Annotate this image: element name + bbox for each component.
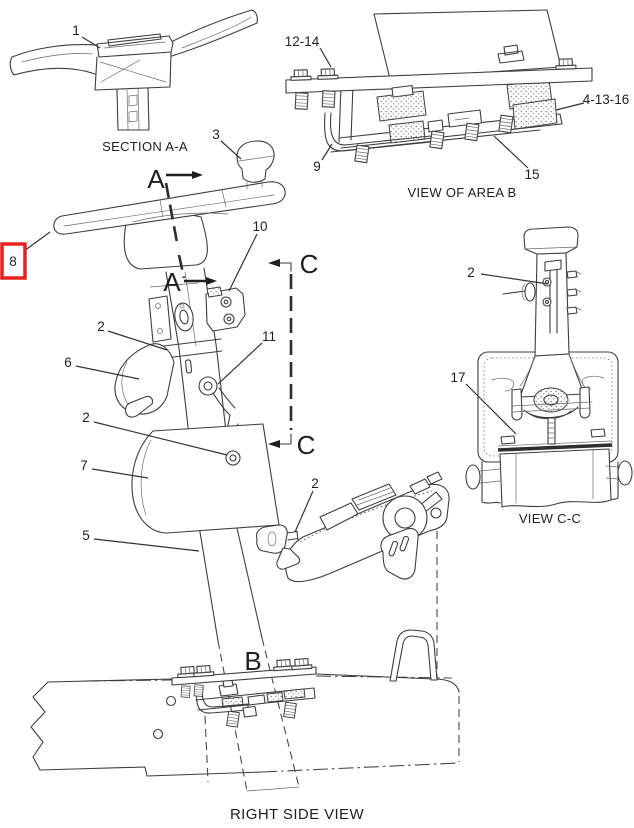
callout-3: 3 [212,127,220,142]
isolator-mount [512,98,558,130]
callout-2-viewcc: 2 [467,265,475,280]
steering-wheel-cap [96,35,174,58]
leader-line-4-13-16 [555,102,585,111]
callout-6: 6 [64,355,72,370]
callout-1: 1 [72,23,80,38]
callout-15: 15 [524,167,539,182]
right-side-view [30,140,460,792]
section-letter-c-top: C [300,249,319,279]
section-line-a [164,182,186,279]
leader-line-8 [23,231,51,252]
callout-12-14: 12-14 [285,34,320,49]
leader-line-1 [81,36,101,49]
callout-11: 11 [262,329,276,344]
caption-right-side-view: RIGHT SIDE VIEW [230,806,365,823]
callout-17: 17 [450,370,465,385]
leader-line-2-column [107,330,168,351]
leader-line-2-cover [93,421,228,456]
leader-line-17 [465,383,517,435]
leader-line-3 [220,140,242,160]
annotation-layer: 1 3 12-14 9 15 4-13-16 8 10 2 6 11 2 7 5 2 2 17 A A C C B [0,23,630,676]
pivot-boss [533,387,569,413]
tilt-lever-pivot [198,376,218,396]
leader-line-10 [228,233,258,292]
mounting-block [499,448,612,508]
caption-section-a-a: SECTION A-A [102,139,188,154]
slotted-flange [380,527,419,580]
callout-2-column: 2 [97,319,105,334]
lower-shroud [131,423,280,534]
leader-line-15 [493,135,529,169]
section-letter-a-bottom: A [163,267,181,297]
section-letter-c-bottom: C [297,430,316,460]
mounting-bar [285,67,593,94]
leader-line-11 [217,342,263,385]
leader-line-7 [91,468,149,479]
section-a-a-view [9,9,258,131]
spinner-knob [236,140,275,183]
leader-line-12-14 [319,47,332,68]
callout-2-cover: 2 [82,410,90,425]
callout-4-13-16: 4-13-16 [583,92,630,107]
section-letter-a-top: A [147,164,165,194]
column-base-plate [171,666,317,686]
view-c-c [465,226,633,508]
callout-2-clamp: 2 [311,476,319,491]
floor-panel [373,9,562,80]
leader-line-6 [75,365,140,380]
section-letter-b: B [244,646,261,676]
grab-handle [389,629,438,682]
callout-5: 5 [82,528,90,543]
leader-line-2-viewcc [480,273,549,285]
leader-line-5 [93,538,200,552]
control-stalk [125,395,154,418]
caption-view-of-area-b: VIEW OF AREA B [408,185,517,200]
callout-10: 10 [252,219,267,234]
view-of-area-b [285,9,593,164]
leader-line-2-clamp [294,490,314,533]
leader-line-9 [321,143,333,161]
callout-9: 9 [313,159,321,174]
section-line-c [279,262,292,272]
callout-7: 7 [80,458,88,473]
upper-bracket [205,287,246,332]
callout-8: 8 [9,254,17,269]
caption-view-c-c: VIEW C-C [519,511,581,526]
base-isolator-plate [497,443,613,452]
highlight-box [0,242,27,280]
